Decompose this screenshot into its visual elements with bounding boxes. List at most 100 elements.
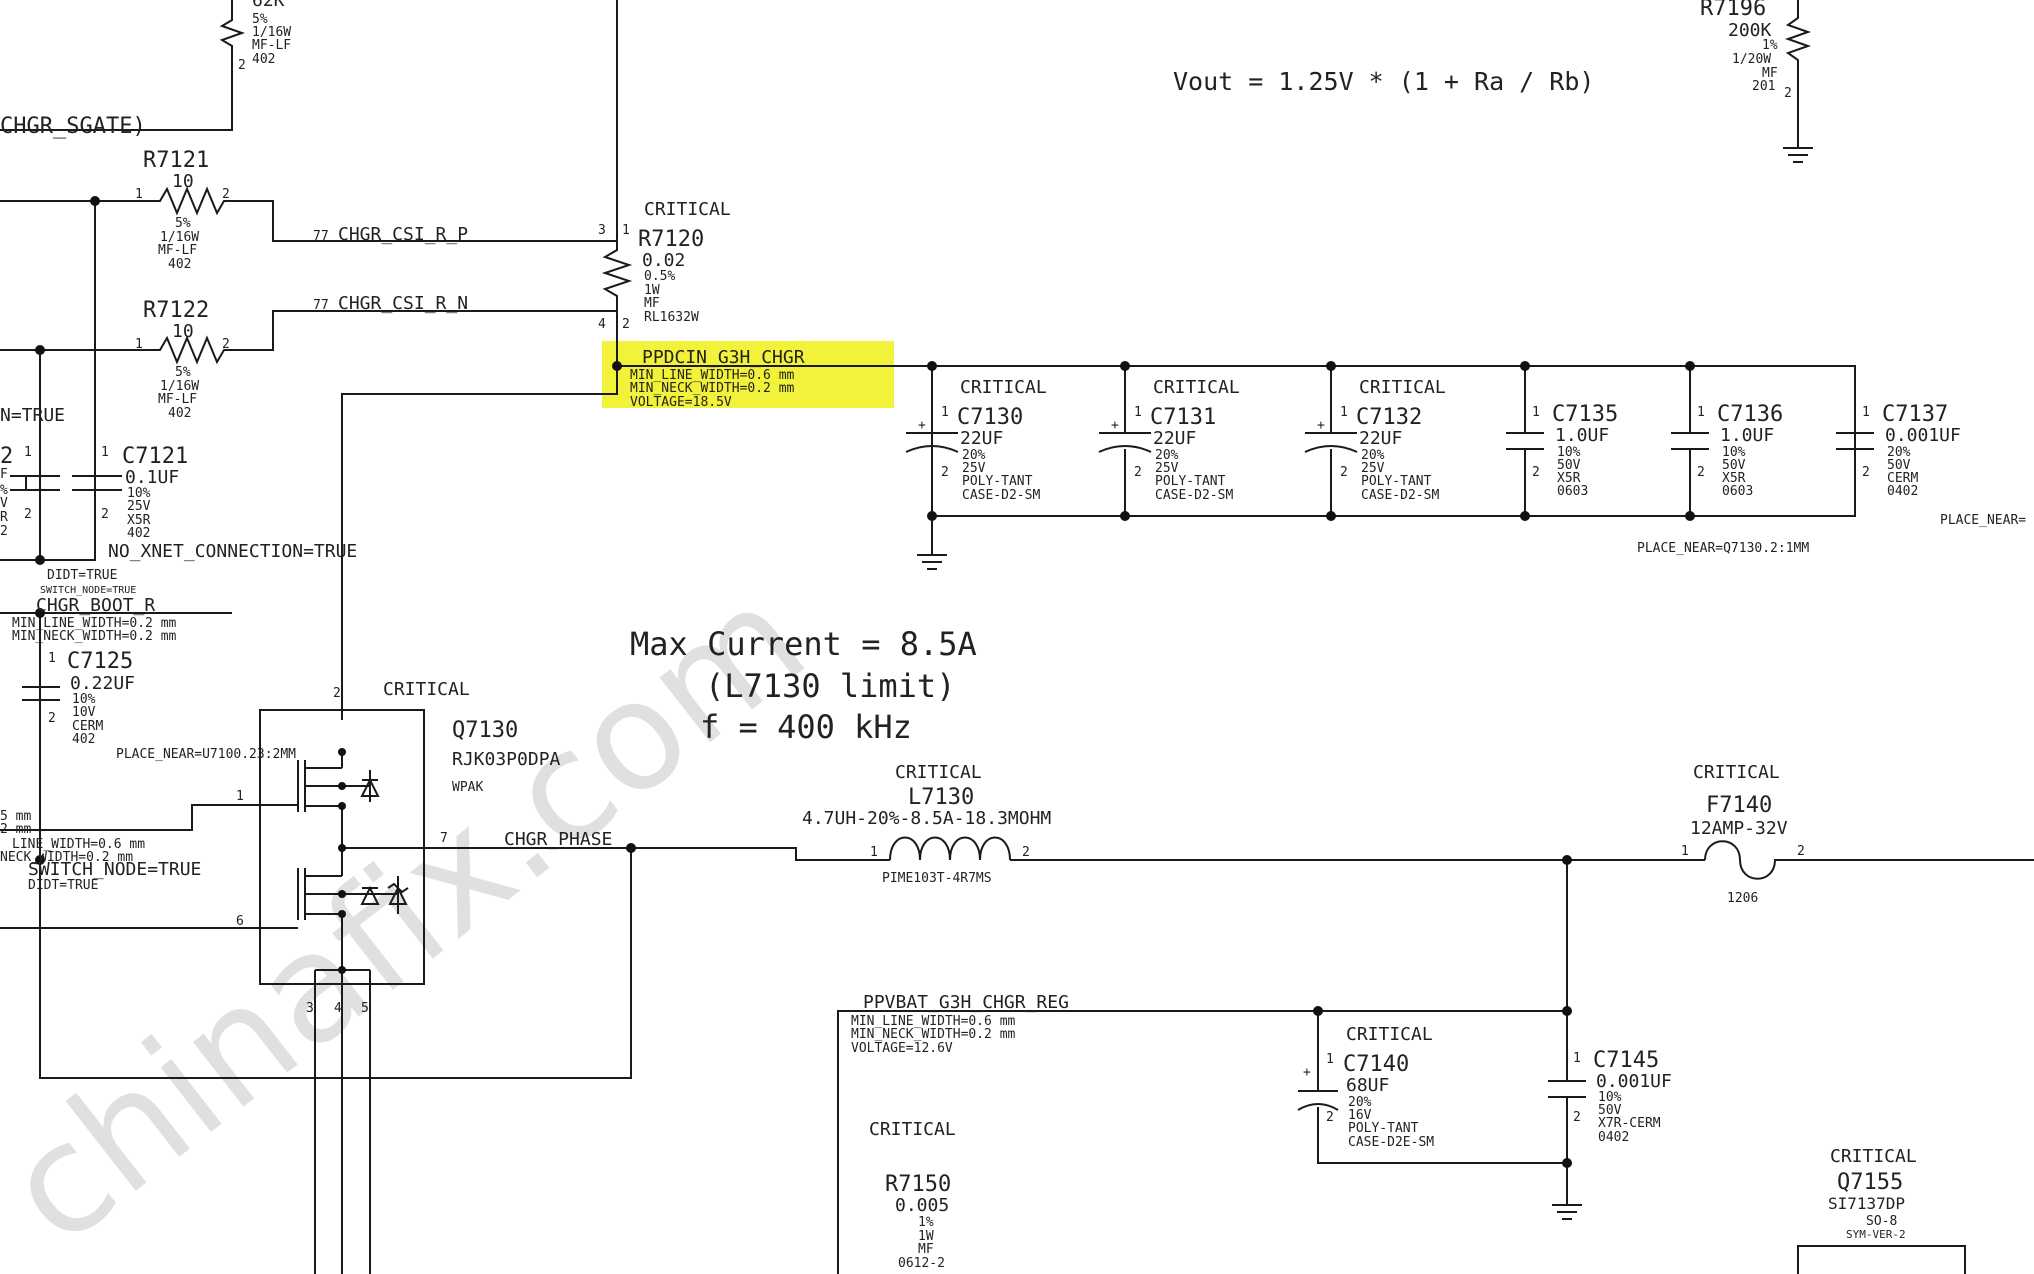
c7121-ref: C7121 (122, 444, 188, 469)
r7121-value: 10 (172, 171, 194, 192)
c7130-value: 22UF (960, 428, 1003, 449)
r7120-spec-3: RL1632W (644, 310, 699, 325)
c7131-value: 22UF (1153, 428, 1196, 449)
r7122-pin2: 2 (222, 337, 230, 352)
net-ppvbat-attr-0: MIN_LINE_WIDTH=0.6 mm (851, 1014, 1016, 1029)
c7131-spec-1: 25V (1155, 461, 1179, 476)
net-highlight (602, 341, 894, 408)
c7135-spec-2: X5R (1557, 471, 1581, 486)
q7155-critical: CRITICAL (1830, 1146, 1917, 1167)
c7130-pin2: 2 (941, 465, 949, 480)
c7135-spec-0: 10% (1557, 445, 1581, 460)
c7140-spec-2: POLY-TANT (1348, 1121, 1419, 1136)
q7130-pin-5: 5 (361, 1001, 369, 1016)
net-ppdcin-attr-0: MIN_LINE_WIDTH=0.6 mm (630, 368, 795, 383)
c-left-pin1: 1 (24, 445, 32, 460)
net-boot: CHGR_BOOT_R (36, 595, 155, 616)
net-phase-pin: 7 (440, 831, 448, 846)
net-boot-attr-0: MIN_LINE_WIDTH=0.2 mm (12, 616, 177, 631)
r7196-ref: R7196 (1700, 0, 1766, 21)
c7125-spec-1: 10V (72, 705, 96, 720)
c7140-spec-1: 16V (1348, 1108, 1372, 1123)
c7140-value: 68UF (1346, 1075, 1389, 1096)
q7155-ver: SYM-VER-2 (1846, 1228, 1906, 1241)
net-n-true: N=TRUE (0, 405, 65, 426)
c7136-spec-1: 50V (1722, 458, 1746, 473)
c7130-critical: CRITICAL (960, 377, 1047, 398)
c7131-pin2: 2 (1134, 465, 1142, 480)
c7121-spec-3: 402 (127, 526, 150, 541)
r7196-value: 200K (1728, 20, 1772, 41)
q7130-pin-1: 1 (236, 789, 244, 804)
l7130-pin1: 1 (870, 845, 878, 860)
r7196-spec-1: 1/20W (1732, 52, 1771, 67)
r7120-spec-1: 1W (644, 283, 660, 298)
l7130-critical: CRITICAL (895, 762, 982, 783)
f7140-pkg: 1206 (1727, 891, 1758, 906)
c7125-pin2: 2 (48, 711, 56, 726)
net-didt: DIDT=TRUE (28, 878, 98, 893)
c7132-spec-0: 20% (1361, 448, 1385, 463)
r7150-critical: CRITICAL (869, 1119, 956, 1140)
c7136-pin2: 2 (1697, 465, 1705, 480)
net-csi-n: CHGR_CSI_R_N (338, 293, 468, 314)
place-near-right: PLACE_NEAR= (1940, 513, 2026, 528)
c7132-spec-3: CASE-D2-SM (1361, 488, 1439, 503)
r7120-spec-0: 0.5% (644, 269, 675, 284)
c7132-value: 22UF (1359, 428, 1402, 449)
q7130-pin-3: 3 (306, 1001, 314, 1016)
r7122-ref: R7122 (143, 298, 209, 323)
q7155-part: SI7137DP (1828, 1194, 1905, 1213)
c7132-ref: C7132 (1356, 405, 1422, 430)
c7145-spec-0: 10% (1598, 1090, 1622, 1105)
net-csi-p-pin: 77 (313, 229, 329, 244)
c7140-critical: CRITICAL (1346, 1024, 1433, 1045)
c7121-pin1: 1 (101, 445, 109, 460)
r7150-spec-3: 0612-2 (898, 1256, 945, 1271)
c7121-value: 0.1UF (125, 467, 179, 488)
c7136-pin1: 1 (1697, 405, 1705, 420)
net-ppvbat-attr-2: VOLTAGE=12.6V (851, 1041, 953, 1056)
net-csi-p: CHGR_CSI_R_P (338, 224, 468, 245)
c7137-spec-0: 20% (1887, 445, 1911, 460)
q7155-body (1797, 1245, 1966, 1274)
c7136-spec-3: 0603 (1722, 484, 1753, 499)
c7130-plus: + (918, 418, 926, 433)
c7140-pin2: 2 (1326, 1110, 1334, 1125)
r7120-ref: R7120 (638, 227, 704, 252)
r7120-pin-1: 1 (622, 223, 630, 238)
c7137-value: 0.001UF (1885, 425, 1961, 446)
r7121-ref: R7121 (143, 148, 209, 173)
r7120-value: 0.02 (642, 250, 685, 271)
c7130-pin1: 1 (941, 405, 949, 420)
c7140-spec-3: CASE-D2E-SM (1348, 1135, 1434, 1150)
freq-note: f = 400 kHz (700, 708, 912, 746)
net-csi-n-pin: 77 (313, 298, 329, 313)
c7125-spec-3: 402 (72, 732, 95, 747)
c7145-pin2: 2 (1573, 1110, 1581, 1125)
r-top-spec-3: 402 (252, 52, 275, 67)
c7125-pin1: 1 (48, 651, 56, 666)
r-top-pin: 2 (238, 58, 246, 73)
f7140-pin2: 2 (1797, 844, 1805, 859)
net-ppvbat-attr-1: MIN_NECK_WIDTH=0.2 mm (851, 1027, 1016, 1042)
r7122-spec-1: 1/16W (160, 379, 199, 394)
q7130-pin-6: 6 (236, 914, 244, 929)
r-top-spec-0: 5% (252, 12, 268, 27)
c7137-ref: C7137 (1882, 402, 1948, 427)
c7145-ref: C7145 (1593, 1048, 1659, 1073)
vout-formula: Vout = 1.25V * (1 + Ra / Rb) (1173, 67, 1594, 96)
l7130-pin2: 2 (1022, 845, 1030, 860)
f7140-pin1: 1 (1681, 844, 1689, 859)
q7155-ref: Q7155 (1837, 1170, 1903, 1195)
c-left-pin2: 2 (24, 507, 32, 522)
r7150-value: 0.005 (895, 1195, 949, 1216)
net-switch-node: SWITCH_NODE=TRUE (28, 859, 201, 880)
q7130-part: RJK03P0DPA (452, 749, 561, 770)
c7131-spec-3: CASE-D2-SM (1155, 488, 1233, 503)
c7132-critical: CRITICAL (1359, 377, 1446, 398)
c7140-pin1: 1 (1326, 1052, 1334, 1067)
f7140-critical: CRITICAL (1693, 762, 1780, 783)
c7137-spec-3: 0402 (1887, 484, 1918, 499)
